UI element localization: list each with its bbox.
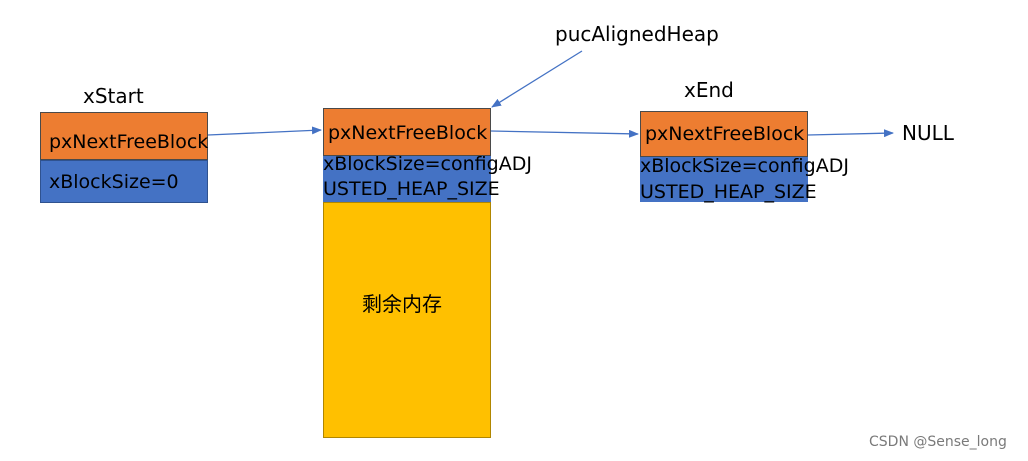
watermark: CSDN @Sense_long (869, 434, 1007, 450)
xend-size-text-line2: USTED_HEAP_SIZE (640, 181, 817, 203)
xend-label: xEnd (684, 78, 734, 102)
xend-size-field (640, 157, 808, 202)
arrow-xstart-to-heap (207, 126, 322, 136)
xend-size-text-line1: xBlockSize=configADJ (640, 155, 849, 177)
xstart-label: xStart (83, 84, 144, 108)
xstart-next-field: pxNextFreeBlock (40, 112, 208, 160)
xstart-next-text: pxNextFreeBlock (49, 131, 209, 153)
arrow-puc-to-heap (491, 50, 583, 108)
arrow-xend-to-null (807, 129, 894, 138)
heap-next-text: pxNextFreeBlock (328, 122, 488, 144)
heap-remaining-block: 剩余内存 (323, 202, 491, 438)
xstart-size-text: xBlockSize=0 (49, 171, 179, 193)
heap-size-field (323, 156, 491, 202)
heap-next-field: pxNextFreeBlock (323, 108, 491, 156)
heap-remaining-text: 剩余内存 (362, 292, 442, 316)
heap-size-text-line1: xBlockSize=configADJ (323, 153, 532, 175)
xstart-size-field: xBlockSize=0 (40, 160, 208, 203)
xend-next-field: pxNextFreeBlock (640, 111, 808, 157)
puc-aligned-heap-label: pucAlignedHeap (555, 22, 719, 46)
arrow-heap-to-xend (490, 129, 639, 138)
null-label: NULL (902, 121, 954, 145)
xend-next-text: pxNextFreeBlock (645, 123, 805, 145)
heap-size-text-line2: USTED_HEAP_SIZE (323, 178, 500, 200)
